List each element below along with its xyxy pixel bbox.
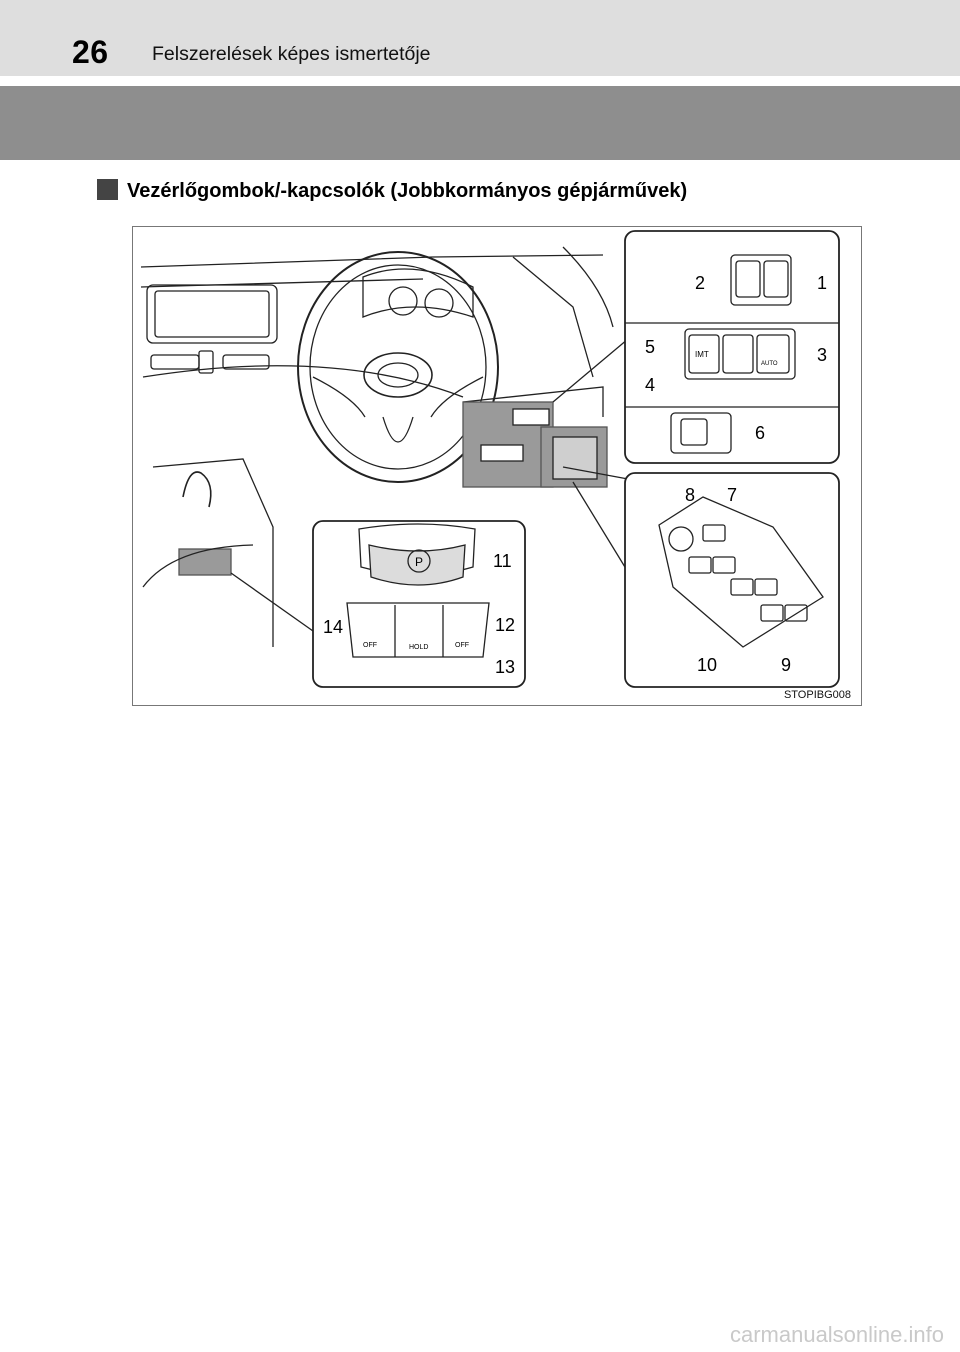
section-title: Vezérlőgombok/-kapcsolók (Jobbkormányos …	[127, 180, 688, 202]
callout-1: 1	[817, 273, 827, 293]
callout-14: 14	[323, 617, 343, 637]
label-off-vsc: OFF	[363, 642, 377, 649]
callout-6: 6	[755, 423, 765, 443]
page-number: 26	[72, 34, 109, 70]
callout-3: 3	[817, 345, 827, 365]
callout-7: 7	[727, 485, 737, 505]
callout-12: 12	[495, 615, 515, 635]
dashboard-illustration	[140, 230, 840, 688]
figure-code: STOPIBG008	[783, 689, 851, 701]
section-band	[0, 86, 960, 160]
callout-8: 8	[685, 485, 695, 505]
label-auto: AUTO	[761, 361, 778, 367]
label-off-auto: OFF	[455, 642, 469, 649]
label-hold: HOLD	[409, 644, 428, 651]
callout-numbers: 1 2 3 4 5 6 7 8 9 10 11 12 13 14 P IMT A…	[323, 273, 827, 677]
callout-2: 2	[695, 273, 705, 293]
header-band	[0, 0, 960, 76]
section-bullet-icon	[97, 179, 118, 200]
label-imt: IMT	[695, 350, 709, 359]
label-parking: P	[415, 555, 423, 569]
running-title: Felszerelések képes ismertetője	[152, 43, 431, 65]
callout-9: 9	[781, 655, 791, 675]
controls-figure: 1 2 3 4 5 6 7 8 9 10 11 12 13 14 P IMT A…	[132, 226, 862, 706]
callout-13: 13	[495, 657, 515, 677]
callout-4: 4	[645, 375, 655, 395]
callout-11: 11	[493, 551, 512, 571]
watermark: carmanualsonline.info	[729, 1322, 944, 1347]
callout-5: 5	[645, 337, 655, 357]
callout-10: 10	[697, 655, 717, 675]
